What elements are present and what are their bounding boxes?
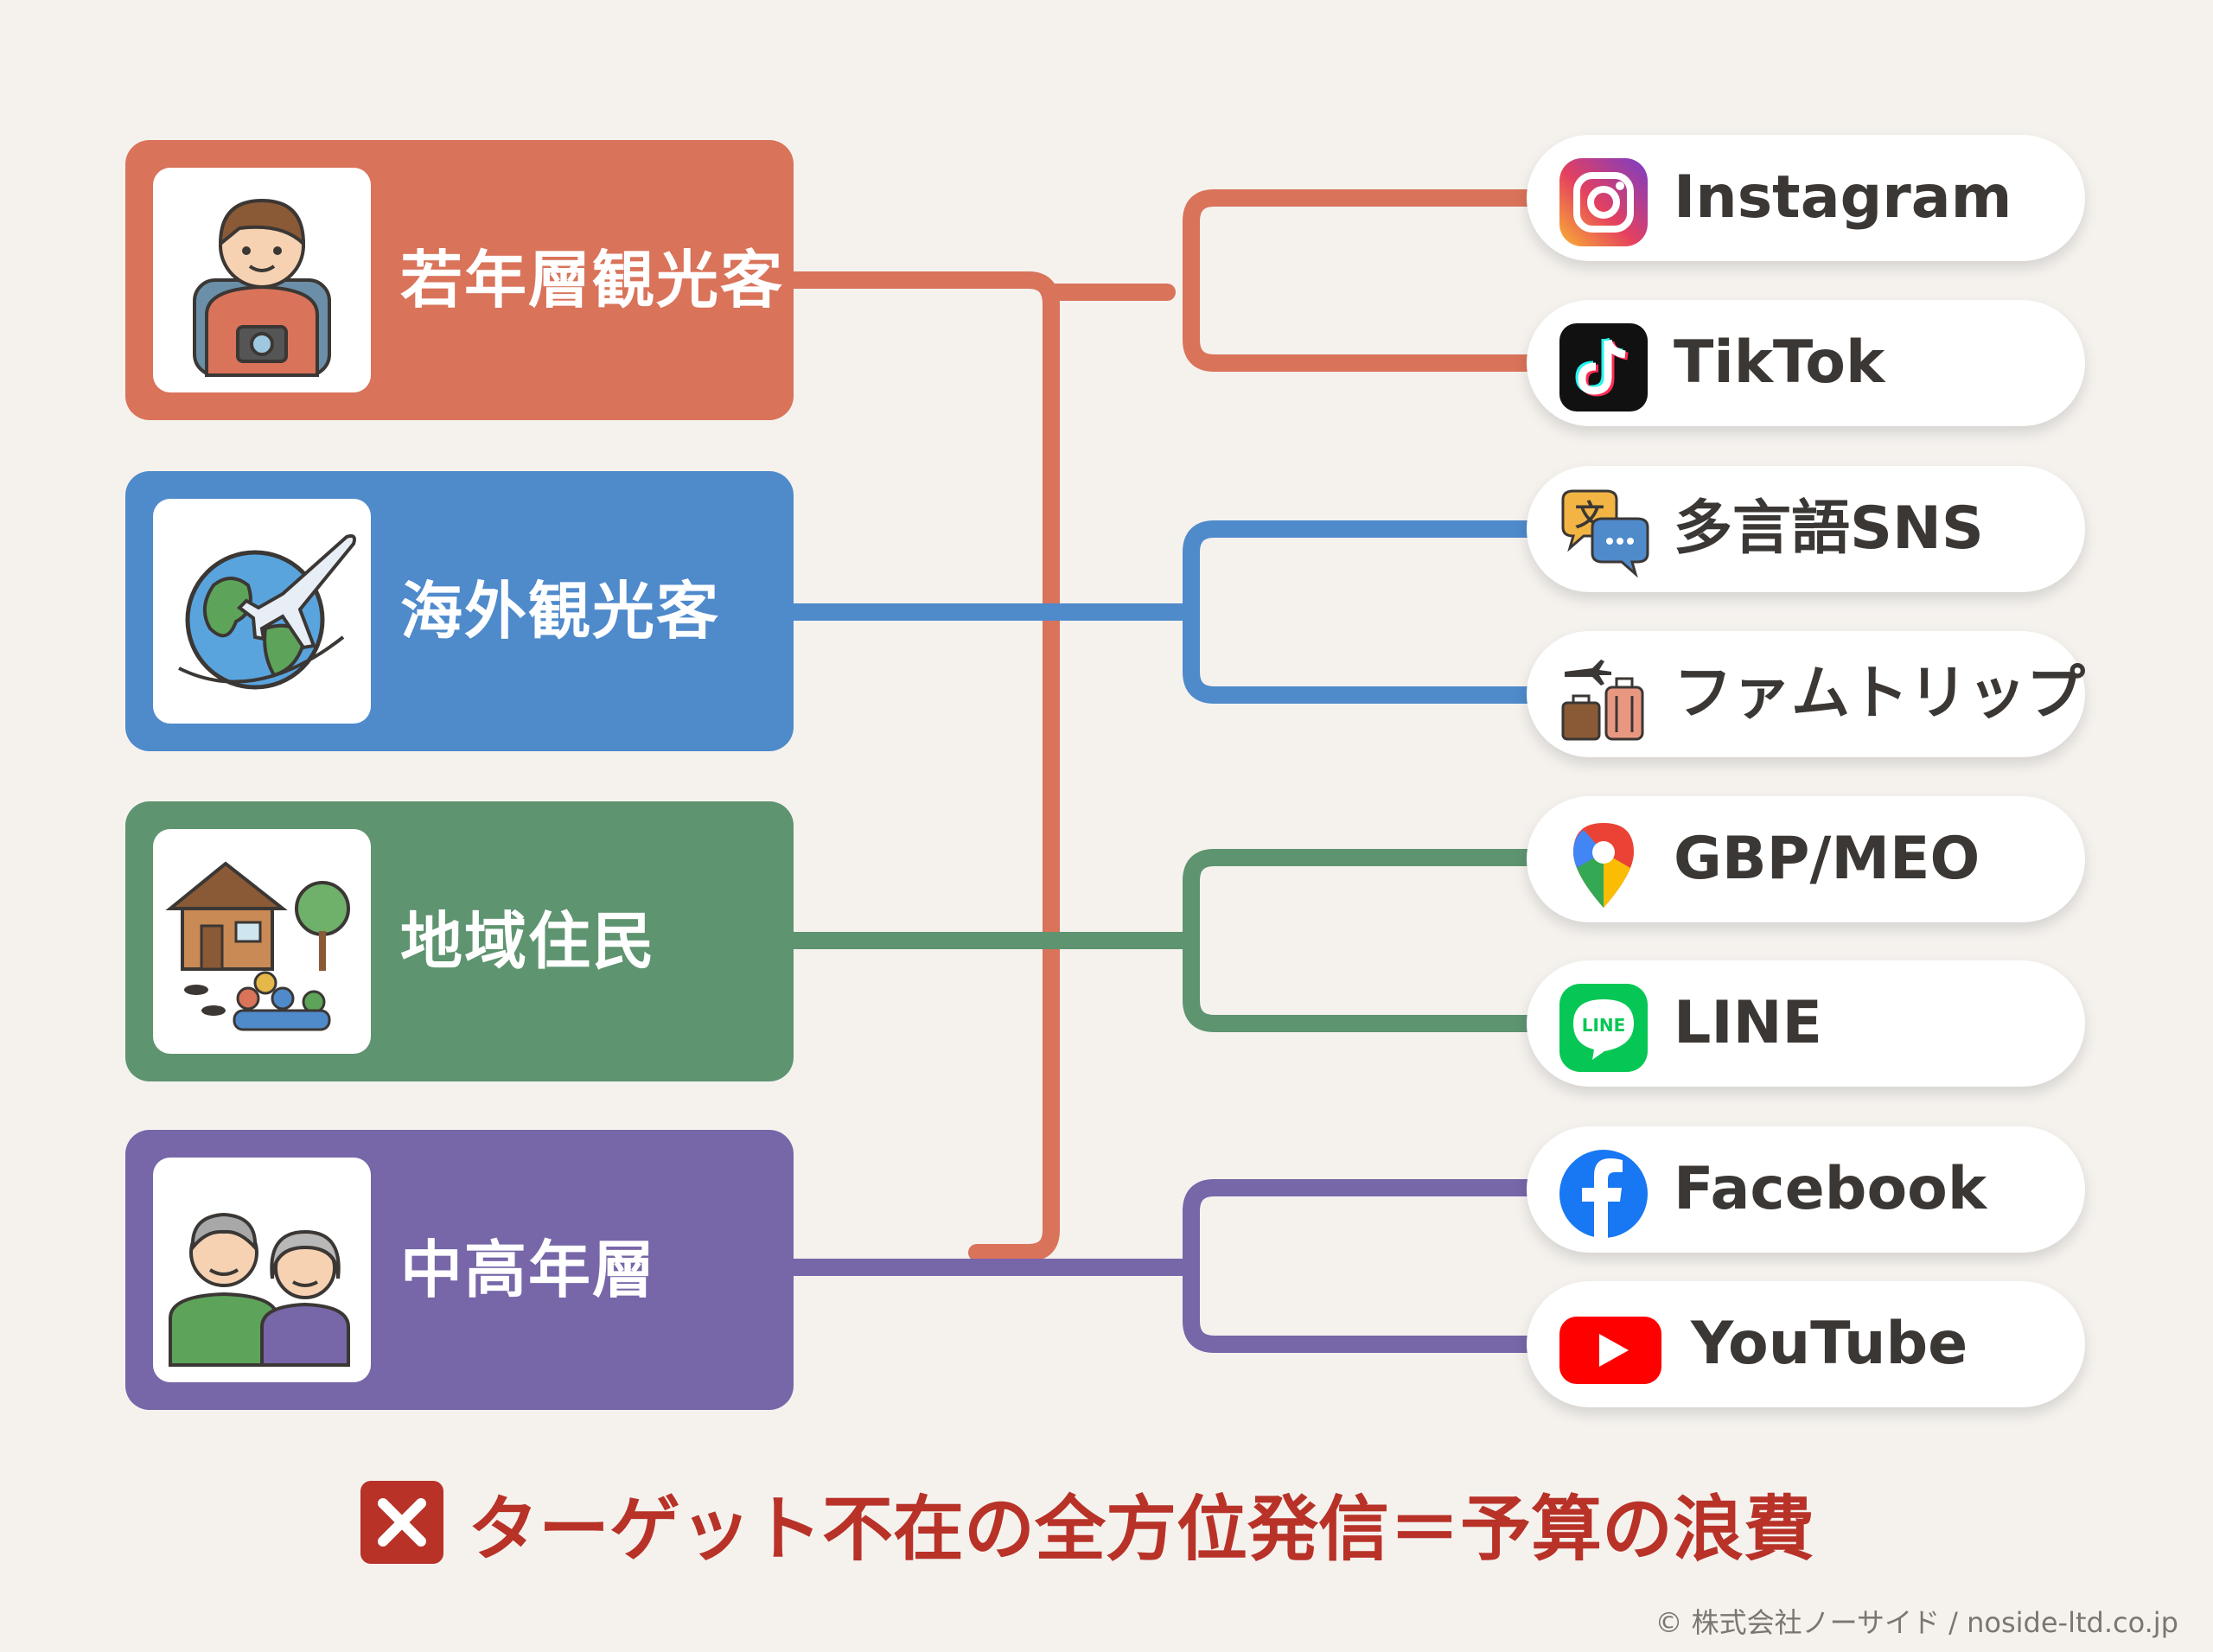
- warning-text: ターゲット不在の全方位発信＝予算の浪費: [468, 1488, 1815, 1571]
- channel-fam-trip: ファムトリップ: [1527, 631, 2085, 757]
- channel-label: 多言語SNS: [1674, 494, 1984, 563]
- channel-gbp-meo: GBP/MEO: [1527, 796, 2085, 922]
- segment-icon-box: [153, 1158, 371, 1382]
- translate-chat-icon: 文: [1561, 489, 1649, 578]
- bracket-senior: [1183, 1179, 1535, 1353]
- connector-young: [785, 271, 1060, 1261]
- line-icon: LINE: [1559, 984, 1648, 1072]
- channel-label: ファムトリップ: [1674, 660, 2086, 728]
- channel-label: YouTube: [1691, 1310, 1968, 1378]
- segment-young-tourists: 若年層観光客: [125, 140, 794, 420]
- svg-text:LINE: LINE: [1582, 1015, 1626, 1036]
- channel-label: TikTok: [1674, 328, 1885, 397]
- channel-line: LINE LINE: [1527, 960, 2085, 1087]
- elderly-couple-icon: [169, 1212, 350, 1367]
- youtube-icon: [1559, 1317, 1661, 1384]
- channel-label: Instagram: [1674, 163, 2012, 232]
- facebook-icon: [1559, 1150, 1648, 1238]
- segment-local-residents: 地域住民: [125, 801, 794, 1081]
- channel-label: LINE: [1674, 989, 1822, 1057]
- backpacker-icon: [193, 198, 331, 377]
- segment-icon-box: [153, 829, 371, 1054]
- segment-label: 中高年層: [400, 1234, 657, 1306]
- channel-tiktok: TikTok: [1527, 300, 2085, 426]
- segment-middle-aged: 中高年層: [125, 1130, 794, 1410]
- warning-message: ターゲット不在の全方位発信＝予算の浪費: [359, 1471, 1872, 1573]
- channel-youtube: YouTube: [1527, 1281, 2085, 1407]
- channel-instagram: Instagram: [1527, 135, 2085, 261]
- segment-icon-box: [153, 499, 371, 724]
- bracket-young: [1183, 189, 1535, 372]
- instagram-icon: [1559, 158, 1648, 246]
- house-community-icon: [165, 861, 350, 1031]
- travel-luggage-icon: [1561, 660, 1644, 741]
- copyright-notice: © 株式会社ノーサイド / noside-ltd.co.jp: [1655, 1606, 2178, 1639]
- channel-facebook: Facebook: [1527, 1126, 2085, 1253]
- segment-label: 地域住民: [400, 905, 657, 978]
- segment-overseas-tourists: 海外観光客: [125, 471, 794, 751]
- channel-label: GBP/MEO: [1674, 825, 1980, 893]
- segment-icon-box: [153, 168, 371, 392]
- tiktok-icon: [1559, 323, 1648, 411]
- segment-label: 若年層観光客: [400, 244, 785, 316]
- bracket-overseas: [1183, 520, 1535, 704]
- map-pin-icon: [1573, 823, 1634, 908]
- segment-label: 海外観光客: [400, 575, 721, 647]
- channel-multilingual-sns: 文 多言語SNS: [1527, 466, 2085, 592]
- globe-airplane-icon: [178, 534, 356, 690]
- channel-label: Facebook: [1674, 1155, 1987, 1223]
- bracket-local: [1183, 849, 1535, 1032]
- x-mark-icon: [360, 1481, 443, 1564]
